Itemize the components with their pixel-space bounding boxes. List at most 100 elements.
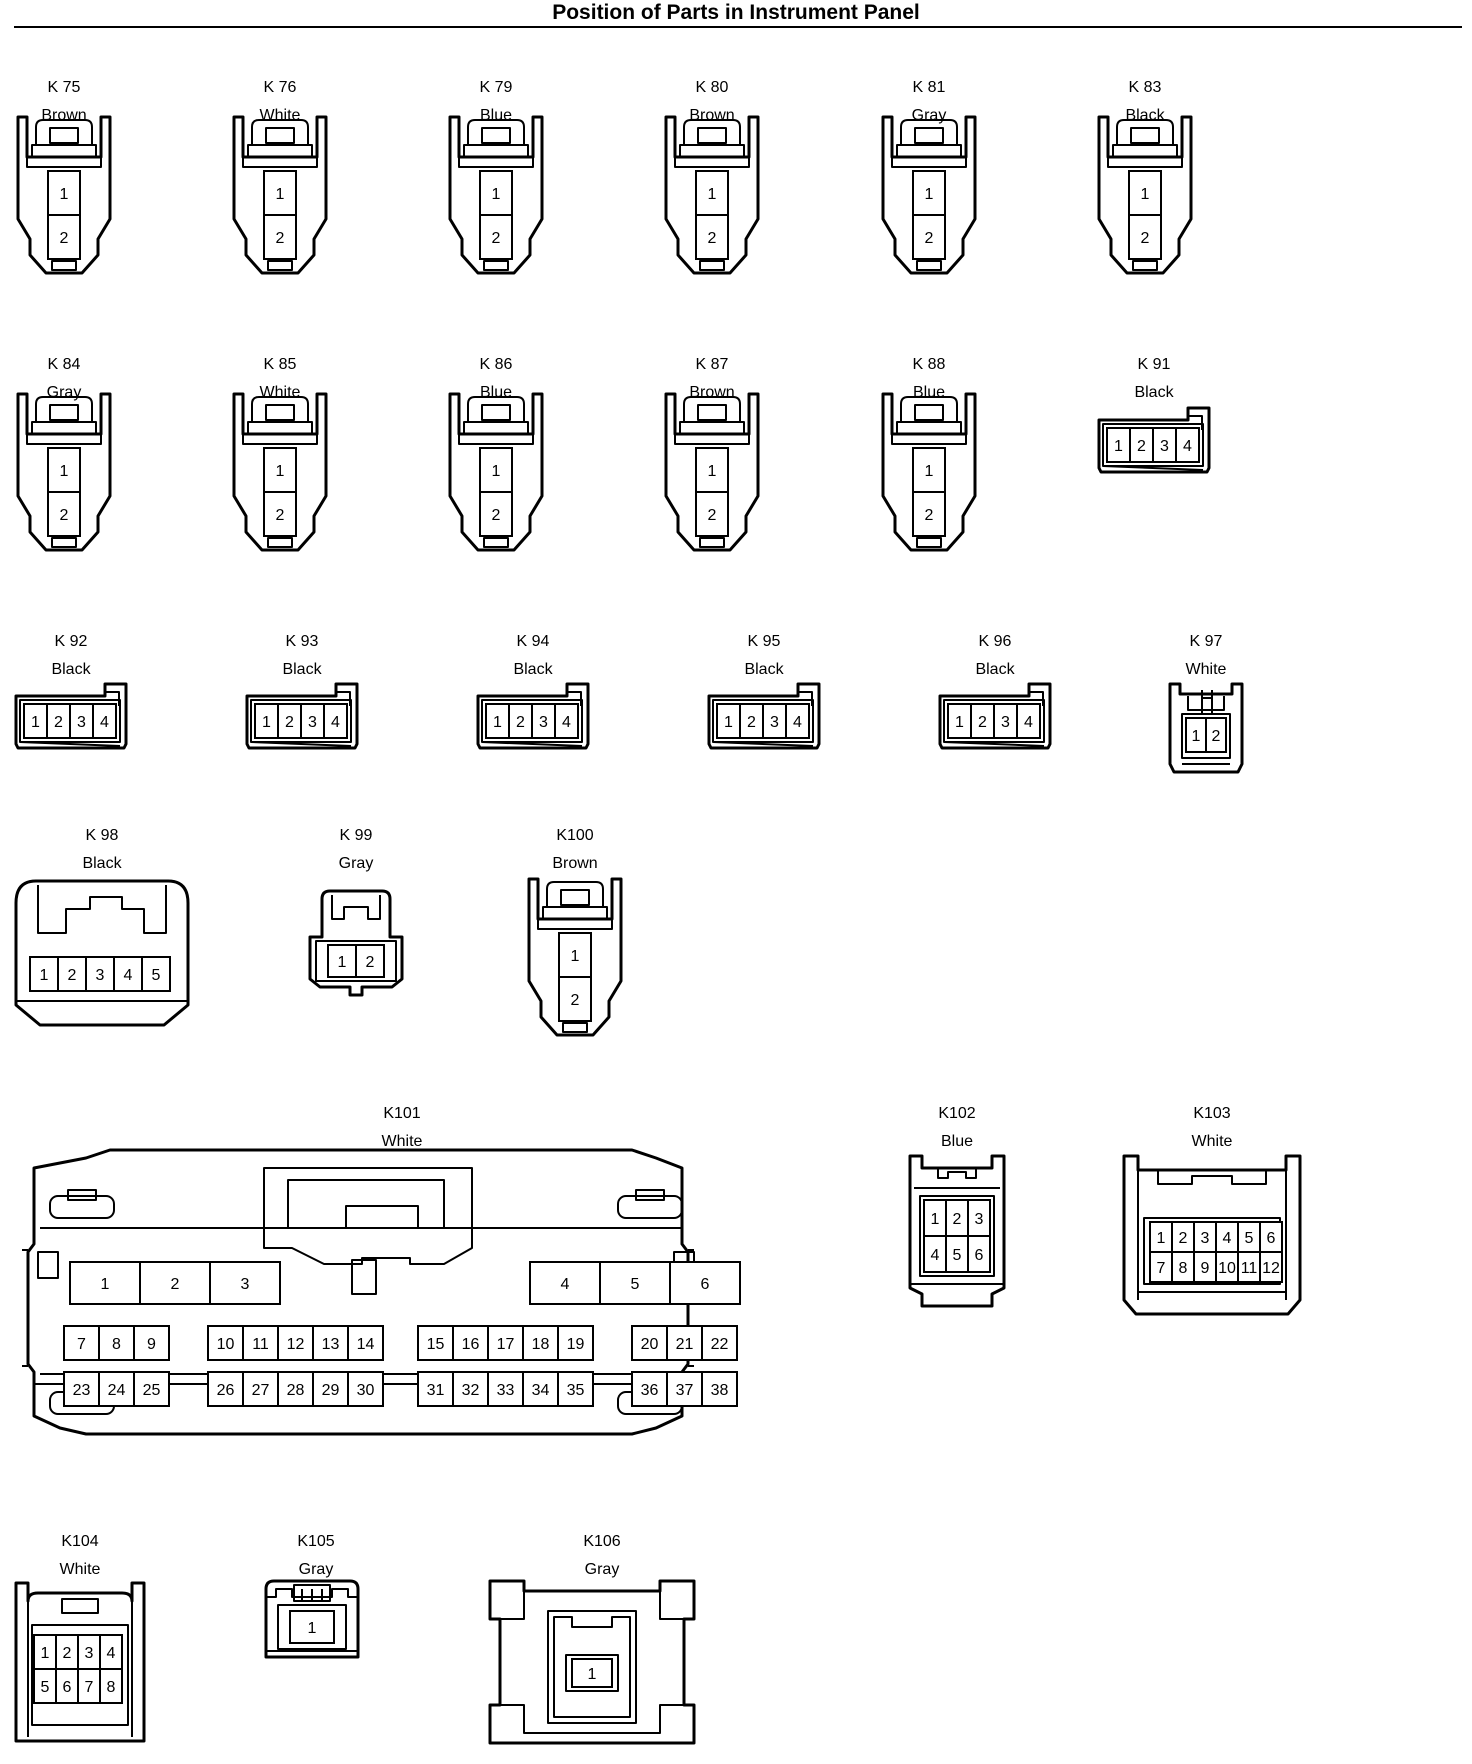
connector-k84-pin-cell bbox=[47, 491, 81, 537]
connector-k79-pin-1: 1 bbox=[492, 186, 501, 203]
connector-k83-pin-cell bbox=[1128, 214, 1162, 260]
connector-k102-pin-4: 4 bbox=[931, 1247, 940, 1264]
connector-k85-pin-cell bbox=[263, 447, 297, 493]
connector-k87-pin-1: 1 bbox=[708, 463, 717, 480]
connector-k101-pin-cell bbox=[666, 1371, 703, 1407]
connector-k91-pin-4: 4 bbox=[1183, 438, 1192, 455]
connector-k96-id: K 96 bbox=[979, 633, 1012, 650]
connector-k101-pin-cell bbox=[701, 1325, 738, 1361]
connector-k99-pin-cell bbox=[327, 944, 357, 978]
connector-k88-id: K 88 bbox=[913, 356, 946, 373]
connector-k101-pin-cell bbox=[347, 1371, 384, 1407]
connector-k101-pin-26: 26 bbox=[217, 1382, 235, 1399]
connector-k101-pin-cell bbox=[669, 1261, 741, 1305]
connector-k101-pin-cell bbox=[631, 1325, 668, 1361]
connector-k98-pin-4: 4 bbox=[124, 967, 133, 984]
connector-k94-color: Black bbox=[513, 661, 553, 678]
connector-k86-id: K 86 bbox=[480, 356, 513, 373]
connector-k83-color: Black bbox=[1125, 107, 1165, 124]
connector-k96-pin-2: 2 bbox=[978, 714, 987, 731]
connector-k93-pin-cell bbox=[323, 703, 348, 739]
connector-k95-pin-1: 1 bbox=[724, 714, 733, 731]
connector-k101-pin-34: 34 bbox=[532, 1382, 550, 1399]
connector-k101-pin-cell bbox=[452, 1325, 489, 1361]
connector-k84-pin-1: 1 bbox=[60, 463, 69, 480]
connector-k93-pin-1: 1 bbox=[262, 714, 271, 731]
connector-k99-body bbox=[308, 889, 404, 997]
connector-k81-pin-cell bbox=[912, 214, 946, 260]
connector-k76-pin-cell bbox=[263, 170, 297, 216]
connector-k101-pin-cell bbox=[557, 1325, 594, 1361]
connector-k99-pin-2: 2 bbox=[366, 954, 375, 971]
connector-k92-pin-1: 1 bbox=[31, 714, 40, 731]
connector-k100-id: K100 bbox=[556, 827, 593, 844]
connector-k106-id: K106 bbox=[583, 1533, 620, 1550]
connector-k84-pin-2: 2 bbox=[60, 507, 69, 524]
connector-k105-color: Gray bbox=[299, 1561, 334, 1578]
connector-k97-id: K 97 bbox=[1190, 633, 1223, 650]
connector-k94-pin-cell bbox=[554, 703, 579, 739]
connector-k101-pin-cell bbox=[347, 1325, 384, 1361]
connector-k80-color: Brown bbox=[689, 107, 734, 124]
connector-k101-pin-18: 18 bbox=[532, 1336, 550, 1353]
connector-k101-pin-29: 29 bbox=[322, 1382, 340, 1399]
connector-k101-pin-cell bbox=[452, 1371, 489, 1407]
connector-k101-pin-cell bbox=[133, 1325, 170, 1361]
connector-k101-pin-cell bbox=[522, 1371, 559, 1407]
connector-k75-pin-1: 1 bbox=[60, 186, 69, 203]
connector-k101-pin-36: 36 bbox=[641, 1382, 659, 1399]
connector-k80-pin-cell bbox=[695, 214, 729, 260]
connector-k86-pin-cell bbox=[479, 491, 513, 537]
connector-k101-pin-cell bbox=[701, 1371, 738, 1407]
connector-k92-pin-4: 4 bbox=[100, 714, 109, 731]
connector-k102-id: K102 bbox=[938, 1105, 975, 1122]
connector-k104-color: White bbox=[60, 1561, 101, 1578]
connector-k101-pin-5: 5 bbox=[631, 1276, 640, 1293]
connector-k92-id: K 92 bbox=[55, 633, 88, 650]
connector-k101-pin-11: 11 bbox=[252, 1336, 269, 1353]
connector-k94-id: K 94 bbox=[517, 633, 550, 650]
connector-k102-pin-6: 6 bbox=[975, 1247, 984, 1264]
connector-k101-color: White bbox=[382, 1133, 423, 1150]
connector-k101-pin-24: 24 bbox=[108, 1382, 126, 1399]
connector-k98-pin-cell bbox=[113, 956, 143, 992]
connector-k101-pin-1: 1 bbox=[101, 1276, 110, 1293]
connector-k91-pin-cell bbox=[1175, 427, 1200, 463]
connector-k103-pin-5: 5 bbox=[1245, 1230, 1254, 1247]
connector-k103-id: K103 bbox=[1193, 1105, 1230, 1122]
connector-k94-pin-3: 3 bbox=[539, 714, 548, 731]
connector-k101-pin-38: 38 bbox=[711, 1382, 729, 1399]
connector-k88-pin-2: 2 bbox=[925, 507, 934, 524]
connector-k105-id: K105 bbox=[297, 1533, 334, 1550]
connector-k104-pin-cell bbox=[99, 1668, 123, 1704]
connector-k87-color: Brown bbox=[689, 384, 734, 401]
connector-k103-pin-12: 12 bbox=[1262, 1260, 1280, 1277]
connector-k101-pin-cell bbox=[242, 1325, 279, 1361]
connector-k95-pin-3: 3 bbox=[770, 714, 779, 731]
title-rule bbox=[14, 26, 1462, 28]
connector-k106-pin-cell bbox=[571, 1658, 613, 1688]
connector-k88-pin-cell bbox=[912, 447, 946, 493]
connector-k76-color: White bbox=[260, 107, 301, 124]
connector-k96-pin-1: 1 bbox=[955, 714, 964, 731]
connector-k101-pin-37: 37 bbox=[676, 1382, 694, 1399]
connector-k84-id: K 84 bbox=[48, 356, 81, 373]
connector-k75-id: K 75 bbox=[48, 79, 81, 96]
connector-k101-pin-cell bbox=[277, 1371, 314, 1407]
connector-k98-pin-2: 2 bbox=[68, 967, 77, 984]
connector-k92-pin-3: 3 bbox=[77, 714, 86, 731]
connector-k101-pin-30: 30 bbox=[357, 1382, 375, 1399]
connector-k103-pin-6: 6 bbox=[1267, 1230, 1276, 1247]
connector-k75-color: Brown bbox=[41, 107, 86, 124]
connector-k96-pin-3: 3 bbox=[1001, 714, 1010, 731]
connector-k80-pin-cell bbox=[695, 170, 729, 216]
